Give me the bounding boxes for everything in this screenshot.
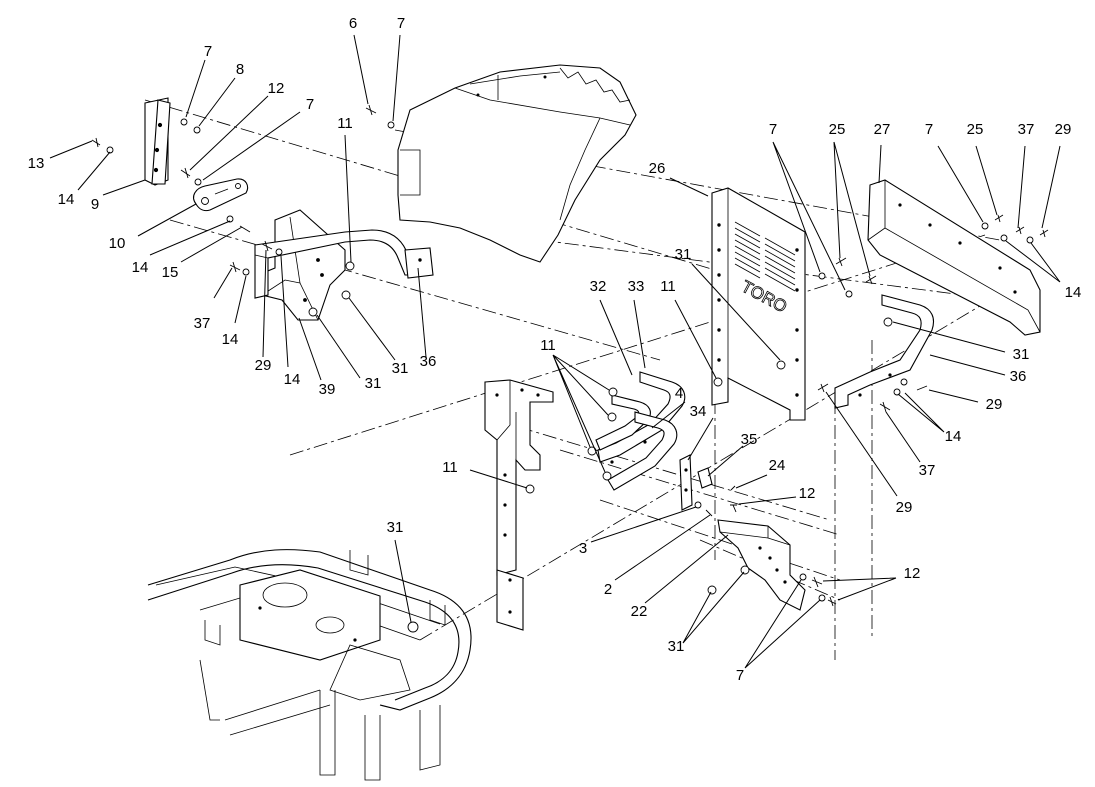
callout-c1: 7 <box>204 43 212 60</box>
callout-c25: 27 <box>874 121 891 138</box>
panel-grille <box>734 221 796 292</box>
callout-c10: 15 <box>162 264 179 281</box>
callout-c26: 7 <box>925 121 933 138</box>
callout-c47: 11 <box>442 459 458 476</box>
callout-c22: 26 <box>649 160 666 177</box>
callout-c23: 7 <box>769 121 777 138</box>
control-panel-26: TORO <box>711 187 806 421</box>
callout-c14: 14 <box>284 371 301 388</box>
callout-c9: 14 <box>132 259 149 276</box>
callout-c49: 2 <box>604 581 612 598</box>
callout-c34: 14 <box>945 428 962 445</box>
callout-c35: 37 <box>919 462 936 479</box>
curved-brackets-32-33-4 <box>595 371 686 491</box>
callout-c48: 3 <box>579 540 587 557</box>
callout-c19: 11 <box>337 115 353 132</box>
callout-c39: 33 <box>628 278 645 295</box>
link-plate-10 <box>193 178 249 212</box>
callout-c45: 24 <box>769 457 786 474</box>
callout-c16: 31 <box>365 375 382 392</box>
callout-c46: 12 <box>799 485 816 502</box>
curved-panel-36-left <box>254 229 434 299</box>
callout-c20: 6 <box>349 15 357 32</box>
callout-c43: 34 <box>690 403 707 420</box>
callout-c33: 29 <box>986 396 1003 413</box>
callout-c24: 25 <box>829 121 846 138</box>
bracket-35 <box>697 467 713 489</box>
callout-c8: 10 <box>109 235 126 252</box>
callout-c6: 14 <box>58 191 75 208</box>
callout-c44: 35 <box>741 431 758 448</box>
mount-bracket-22 <box>717 519 806 611</box>
callout-c18: 36 <box>420 353 437 370</box>
callout-c50: 22 <box>631 603 648 620</box>
callout-c13: 29 <box>255 357 272 374</box>
callout-c27: 25 <box>967 121 984 138</box>
callout-c36: 29 <box>896 499 913 516</box>
vertical-mount-bracket <box>484 379 554 631</box>
control-bracket-39 <box>257 209 346 321</box>
support-channel-27 <box>867 179 1041 336</box>
callout-leaders <box>49 34 1061 669</box>
callout-c54: 31 <box>387 519 404 536</box>
callout-c5: 13 <box>28 155 45 172</box>
callout-c7: 9 <box>91 196 99 213</box>
callout-c51: 12 <box>904 565 921 582</box>
callout-c4: 7 <box>306 96 314 113</box>
hardware-fasteners <box>91 104 1049 633</box>
bracket-34 <box>679 454 693 511</box>
callout-c52: 31 <box>668 638 685 655</box>
callout-c3: 12 <box>268 80 285 97</box>
callout-c28: 37 <box>1018 121 1035 138</box>
callout-c31: 31 <box>1013 346 1030 363</box>
callout-c2: 8 <box>236 61 244 78</box>
callout-labels: 7 8 12 7 13 14 9 10 14 15 37 14 29 14 39… <box>28 15 1082 684</box>
callout-c21: 7 <box>397 15 405 32</box>
callout-c17: 31 <box>392 360 409 377</box>
callout-c41: 11 <box>540 337 556 354</box>
callout-c29: 29 <box>1055 121 1072 138</box>
chassis-frame <box>147 549 472 781</box>
callout-c15: 39 <box>319 381 336 398</box>
callout-c53: 7 <box>736 667 744 684</box>
callout-c40: 11 <box>660 278 676 295</box>
callout-c12: 14 <box>222 331 239 348</box>
callout-c32: 36 <box>1010 368 1027 385</box>
callout-c37: 31 <box>675 246 692 263</box>
callout-c38: 32 <box>590 278 607 295</box>
curved-panel-36-right <box>834 294 935 409</box>
callout-c30: 14 <box>1065 284 1082 301</box>
hood-panel <box>397 64 637 263</box>
support-bracket-9 <box>144 97 171 186</box>
callout-c11: 37 <box>194 315 211 332</box>
callout-c42: 4 <box>675 385 683 402</box>
